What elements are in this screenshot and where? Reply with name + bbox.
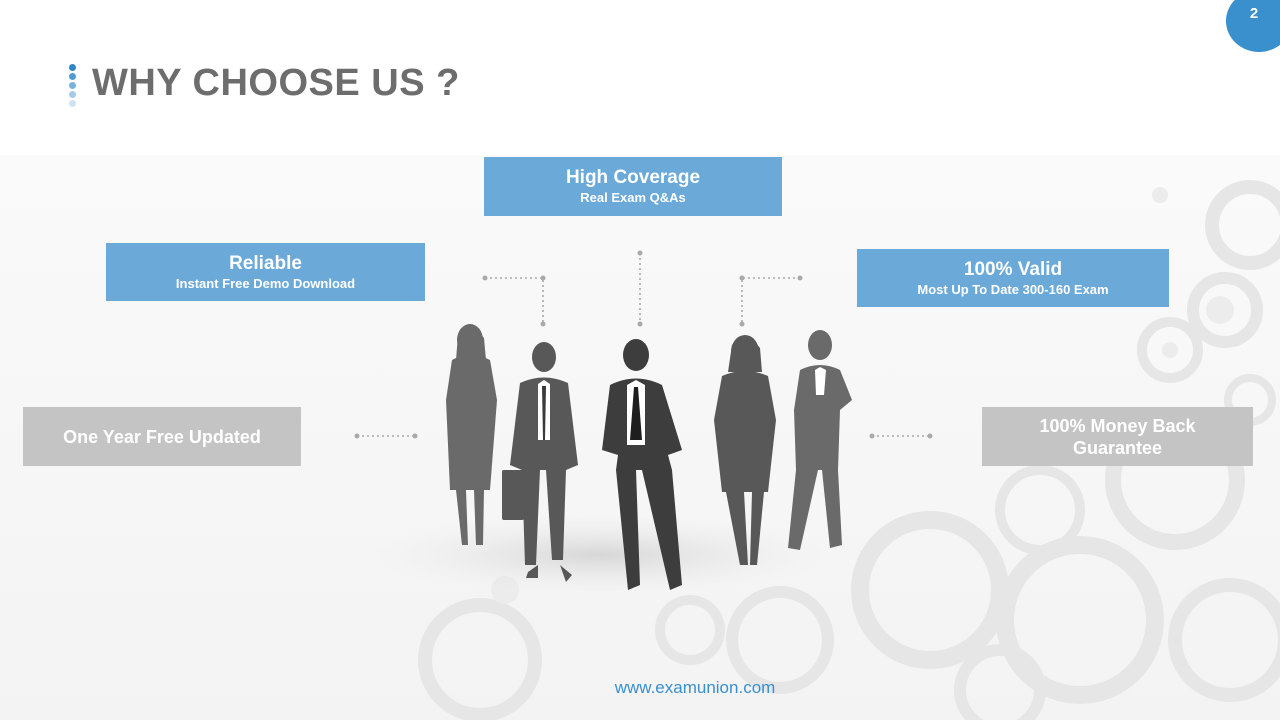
feature-high-coverage: High Coverage Real Exam Q&As (484, 157, 782, 216)
feature-subtitle: Instant Free Demo Download (175, 275, 356, 291)
feature-reliable: Reliable Instant Free Demo Download (106, 243, 425, 301)
footer-url[interactable]: www.examunion.com (614, 678, 776, 697)
page-title: WHY CHOOSE US ? (92, 62, 460, 104)
feature-subtitle: Real Exam Q&As (580, 190, 686, 205)
feature-heading: High Coverage (565, 167, 701, 188)
feature-heading-line1: 100% Money Back (1039, 415, 1196, 436)
feature-money-back: 100% Money Back Guarantee (982, 407, 1253, 466)
page-number: 2 (1249, 5, 1259, 22)
feature-one-year-updated: One Year Free Updated (23, 407, 301, 466)
feature-heading: One Year Free Updated (63, 426, 261, 447)
feature-heading-line2: Guarantee (1072, 437, 1163, 458)
feature-heading: 100% Valid (963, 258, 1063, 280)
feature-heading: Reliable (229, 252, 302, 274)
feature-subtitle: Most Up To Date 300-160 Exam (917, 281, 1109, 297)
title-bullet-icon (69, 64, 77, 109)
feature-valid: 100% Valid Most Up To Date 300-160 Exam (857, 249, 1169, 307)
